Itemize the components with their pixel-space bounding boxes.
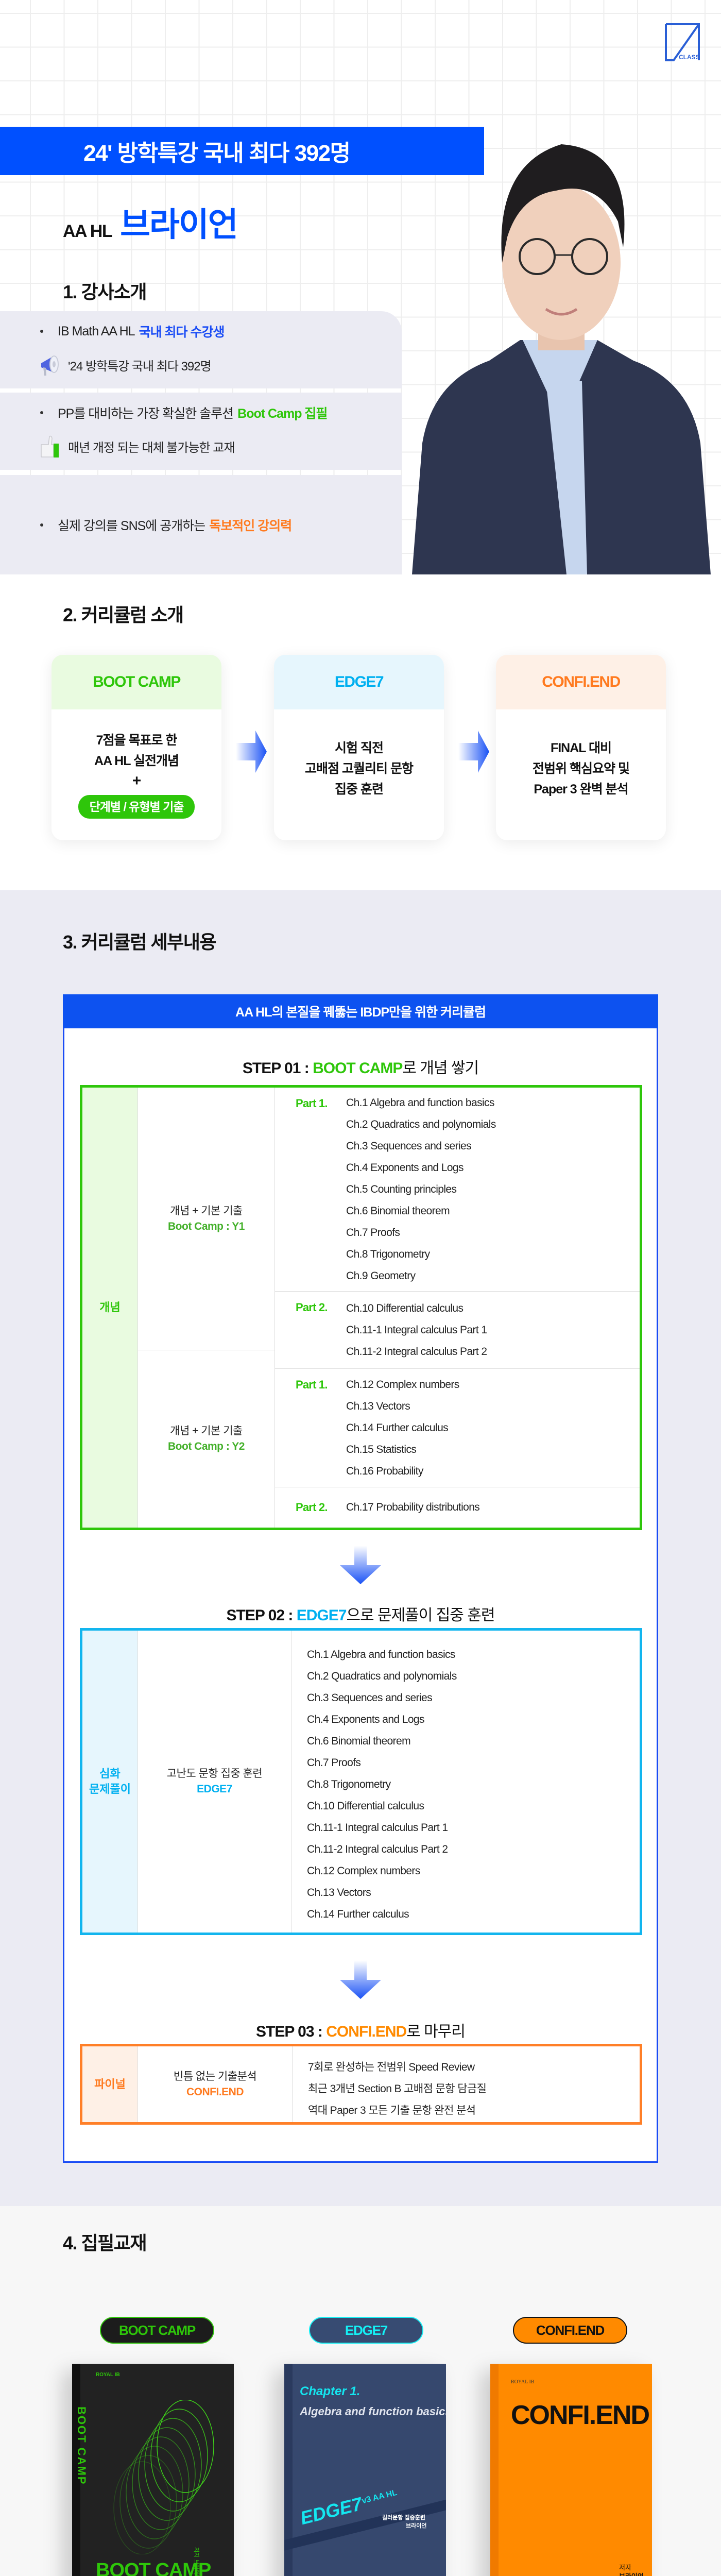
chapter-item: Ch.11-1 Integral calculus Part 1	[346, 1324, 487, 1336]
chapter-item: Ch.13 Vectors	[346, 1400, 410, 1412]
final-item: 7회로 완성하는 전범위 Speed Review	[308, 2061, 475, 2073]
final-item: 최근 3개년 Section B 고배점 문항 담금질	[308, 2083, 487, 2095]
chapter-item: Ch.7 Proofs	[346, 1226, 400, 1239]
teacher-name-row: AA HL 브라이언	[63, 198, 238, 246]
card-bootcamp: BOOT CAMP 7점을 목표로 한 AA HL 실전개념 + 단계별 / 유…	[52, 655, 221, 840]
category-cell: 파이널	[82, 2046, 138, 2122]
book-cell: 개념 + 기본 기출 Boot Camp : Y1	[138, 1088, 274, 1350]
chapter-item: Ch.6 Binomial theorem	[346, 1205, 450, 1217]
chapter-item: Ch.9 Geometry	[346, 1269, 416, 1282]
step2-title: STEP 02 : EDGE7으로 문제풀이 집중 훈련	[226, 1607, 495, 1624]
teacher-name: 브라이언	[120, 206, 238, 243]
arrow-down-icon	[340, 1960, 381, 1999]
megaphone-icon	[41, 355, 59, 376]
card-title: BOOT CAMP	[52, 655, 221, 709]
book-cell: 개념 + 기본 기출 Boot Camp : Y2	[168, 1425, 245, 1452]
chapter-item: Ch.8 Trigonometry	[307, 1778, 391, 1790]
part-block: Part 2. Ch.17 Probability distributions	[275, 1487, 640, 1528]
part-block: Part 1. Ch.12 Complex numbers Ch.13 Vect…	[275, 1369, 640, 1487]
step1-title: STEP 01 : BOOT CAMP로 개념 쌓기	[242, 1060, 479, 1077]
bullet-dot	[40, 330, 43, 333]
chapter-item: Ch.12 Complex numbers	[346, 1378, 459, 1391]
subject-label: AA HL	[63, 222, 113, 241]
highlight-text: 독보적인 강의력	[209, 518, 292, 533]
step3-table: 파이널 빈틈 없는 기출분석 CONFI.END 7회로 완성하는 전범위 Sp…	[80, 2044, 642, 2125]
chapter-item: Ch.17 Probability distributions	[346, 1501, 480, 1513]
book-cell: 고난도 문항 집중 훈련 EDGE7	[166, 1768, 263, 1795]
chapter-item: Ch.1 Algebra and function basics	[346, 1096, 494, 1109]
book-edge7: Chapter 1. Algebra and function basics E…	[284, 2364, 446, 2576]
banner-text: 24' 방학특강 국내 최다 392명	[83, 141, 351, 166]
chip-edge7: EDGE7	[309, 2317, 423, 2344]
card-confiend: CONFI.END FINAL 대비 전범위 핵심요약 및 Paper 3 완벽…	[496, 655, 666, 840]
chapter-item: Ch.14 Further calculus	[307, 1908, 409, 1920]
section-title-intro: 1. 강사소개	[63, 281, 147, 302]
bullet-dot	[40, 523, 43, 527]
arrow-right-icon	[458, 731, 489, 773]
exam-pill: 단계별 / 유형별 기출	[78, 795, 195, 819]
chapter-item: Ch.10 Differential calculus	[346, 1302, 464, 1314]
section-title-curriculum: 2. 커리큘럼 소개	[63, 604, 184, 625]
chip-bootcamp: BOOT CAMP	[100, 2317, 214, 2344]
section-title-detail: 3. 커리큘럼 세부내용	[63, 931, 217, 953]
curriculum-cards: BOOT CAMP 7점을 목표로 한 AA HL 실전개념 + 단계별 / 유…	[0, 655, 721, 840]
bullet-dot	[40, 411, 43, 414]
part-block: Part 2. Ch.10 Differential calculus Ch.1…	[275, 1292, 640, 1369]
step2-table: 심화 문제풀이 고난도 문항 집중 훈련 EDGE7 Ch.1 Algebra …	[80, 1628, 642, 1935]
chapter-item: Ch.12 Complex numbers	[307, 1865, 420, 1877]
book-bootcamp: ROYAL IB BOOT CAMP BOOT CAMP 저자 브라이언	[72, 2364, 234, 2576]
hero-section: CLASS 24' 방학특강 국내 최다 392명 AA HL 브라이언 1. …	[0, 0, 721, 574]
chapter-item: Ch.2 Quadratics and polynomials	[346, 1118, 496, 1130]
step3-title: STEP 03 : CONFI.END로 마무리	[256, 2023, 466, 2040]
a-class-logo: CLASS	[665, 23, 700, 61]
final-item: 역대 Paper 3 모든 기출 문항 완전 분석	[308, 2105, 476, 2116]
chapter-item: Ch.2 Quadratics and polynomials	[307, 1670, 457, 1682]
category-cell: 개념	[82, 1088, 138, 1528]
book-confiend: ROYAL IB CONFI.END CONFI.END 저자 브라이언	[490, 2364, 652, 2576]
chapter-item: Ch.15 Statistics	[346, 1443, 417, 1455]
highlight-text: 국내 최다 수강생	[139, 325, 225, 340]
chapter-item: Ch.3 Sequences and series	[346, 1140, 472, 1152]
chapter-item: Ch.3 Sequences and series	[307, 1692, 433, 1704]
section-title-textbooks: 4. 집필교재	[63, 2232, 147, 2253]
arrow-down-icon	[340, 1546, 381, 1584]
chapter-item: Ch.14 Further calculus	[346, 1421, 449, 1434]
highlight-text: Boot Camp 집필	[237, 406, 328, 421]
svg-text:CLASS: CLASS	[679, 54, 700, 61]
chapter-item: Ch.11-2 Integral calculus Part 2	[346, 1345, 487, 1358]
chapter-item: Ch.16 Probability	[346, 1465, 423, 1477]
chapter-item: Ch.11-2 Integral calculus Part 2	[307, 1843, 448, 1855]
chapter-item: Ch.1 Algebra and function basics	[307, 1649, 455, 1660]
part-block: Part 1. Ch.1 Algebra and function basics…	[275, 1088, 640, 1292]
chapter-item: Ch.11-1 Integral calculus Part 1	[307, 1822, 448, 1834]
thumbs-up-icon	[41, 435, 59, 457]
teacher-photo	[412, 144, 711, 574]
container-header: AA HL의 본질을 꿰뚫는 IBDP만을 위한 커리큘럼	[63, 994, 658, 1028]
card-edge7: EDGE7 시험 직전 고배점 고퀄리티 문항 집중 훈련	[274, 655, 444, 840]
chapter-item: Ch.5 Counting principles	[346, 1183, 457, 1195]
chapter-item: Ch.13 Vectors	[307, 1887, 371, 1899]
book-cell: 빈틈 없는 기출분석 CONFI.END	[173, 2070, 257, 2098]
arrow-right-icon	[236, 731, 267, 773]
category-cell: 심화 문제풀이	[82, 1631, 138, 1933]
chapter-item: Ch.4 Exponents and Logs	[346, 1161, 464, 1174]
rings-graphic	[113, 2400, 214, 2554]
chip-confiend: CONFI.END	[513, 2317, 627, 2344]
card-title: EDGE7	[274, 655, 444, 709]
step1-table: 개념 개념 + 기본 기출 Boot Camp : Y1 개념 + 기본 기출 …	[80, 1085, 642, 1530]
card-title: CONFI.END	[496, 655, 666, 709]
chapter-item: Ch.10 Differential calculus	[307, 1800, 424, 1812]
chapter-item: Ch.8 Trigonometry	[346, 1248, 430, 1260]
headline-banner: 24' 방학특강 국내 최다 392명	[0, 127, 484, 175]
chapter-item: Ch.6 Binomial theorem	[307, 1735, 411, 1747]
chapter-item: Ch.4 Exponents and Logs	[307, 1714, 424, 1725]
chapter-item: Ch.7 Proofs	[307, 1757, 361, 1769]
